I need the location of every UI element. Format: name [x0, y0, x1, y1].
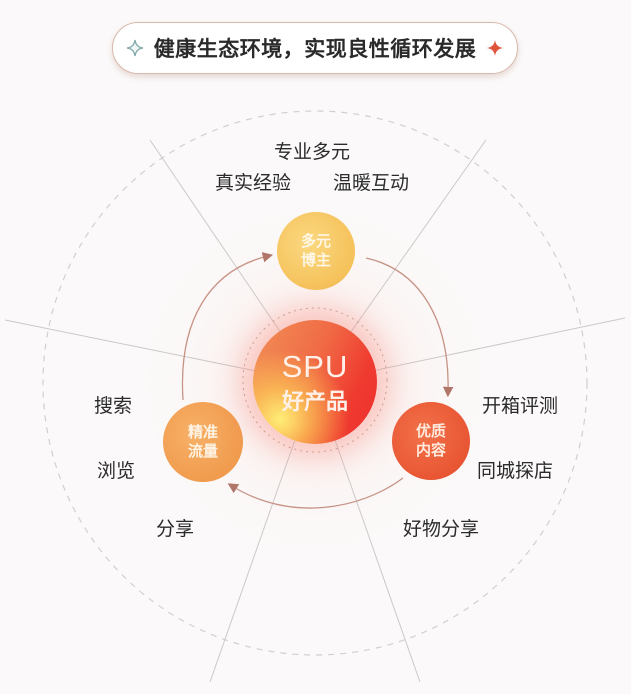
sparkle-outline-icon	[126, 39, 143, 57]
node-quality-content: 优质 内容	[392, 402, 470, 480]
arrow-traffic-to-blogger	[181, 252, 274, 401]
arrow-content-to-traffic	[227, 477, 404, 509]
label-browse: 浏览	[97, 460, 136, 482]
header-banner: 健康生态环境，实现良性循环发展	[112, 22, 518, 74]
header-title: 健康生态环境，实现良性循环发展	[153, 37, 477, 61]
label-real-experience: 真实经验	[215, 172, 292, 194]
node-label: 多元	[300, 232, 331, 251]
sparkle-filled-icon	[487, 39, 504, 57]
node-label: 流量	[187, 442, 218, 460]
label-unboxing-review: 开箱评测	[482, 395, 559, 417]
inner-dotted-ring	[242, 307, 388, 453]
outer-dashed-ring	[42, 110, 588, 656]
node-precise-traffic: 精准 流量	[163, 402, 243, 482]
label-share: 分享	[156, 518, 195, 540]
label-professional-diverse: 专业多元	[274, 141, 351, 163]
node-diverse-bloggers: 多元 博主	[277, 212, 355, 290]
label-search: 搜索	[94, 395, 133, 417]
node-label: 精准	[187, 423, 218, 442]
node-label: 内容	[415, 441, 446, 459]
center-subtitle: 好产品	[281, 389, 348, 415]
center-title: SPU	[281, 348, 349, 384]
arrow-blogger-to-content	[365, 257, 454, 398]
label-local-store-visit: 同城探店	[477, 460, 554, 482]
cycle-arrows	[181, 252, 454, 509]
node-label: 优质	[415, 422, 446, 441]
label-good-product-share: 好物分享	[403, 518, 480, 540]
node-label: 博主	[300, 251, 331, 269]
node-spu-center: SPU 好产品	[253, 320, 377, 444]
label-warm-interaction: 温暖互动	[333, 172, 410, 194]
